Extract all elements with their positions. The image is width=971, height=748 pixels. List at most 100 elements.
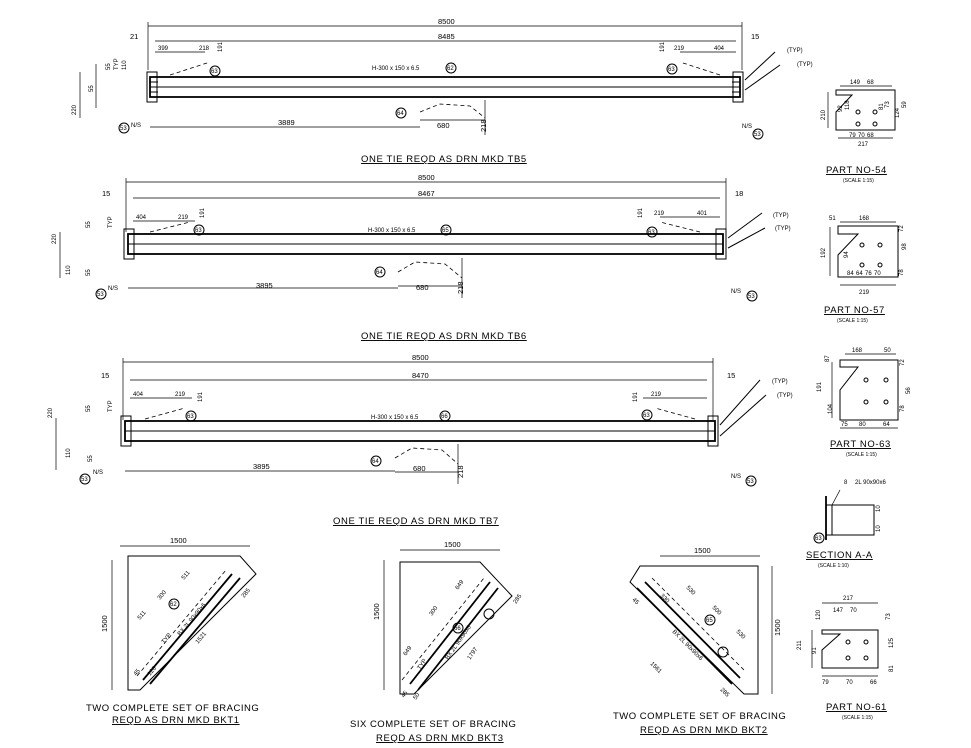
right-end-dim: 15 [727, 371, 735, 380]
left-dim: 219 [178, 215, 189, 221]
dim: 59 [902, 101, 908, 108]
part-scale: (SCALE 1:15) [843, 178, 874, 184]
dim: 191 [817, 381, 823, 392]
left-small-dim: 191 [198, 391, 204, 402]
dim: 81 [879, 103, 885, 110]
brace-dim: 649 [403, 645, 414, 657]
right-dim: 219 [651, 392, 662, 398]
h-a: 55 [86, 221, 92, 228]
bracing-bkt1: 1500 1500 62 511 300 511 285 1521 45 120… [86, 536, 259, 726]
dim: 147 [833, 608, 844, 614]
brace-dim: 120 [147, 665, 158, 677]
brace-dim: 300 [157, 589, 168, 601]
dim: 76 [865, 271, 872, 277]
brace-mark-right: 63 [648, 230, 655, 236]
section-title: SECTION A-A [806, 550, 873, 561]
dim: 68 [867, 80, 874, 86]
dim: 64 [856, 271, 863, 277]
dist-dim: 3895 [253, 462, 270, 471]
part-scale: (SCALE 1:15) [846, 452, 877, 458]
brace-mark-right: 63 [668, 67, 675, 73]
brace-title-2: REQD AS DRN MKD BKT2 [640, 725, 768, 736]
left-small-dim: 191 [218, 41, 224, 52]
span-dim: 680 [416, 283, 429, 292]
typ-note-1: (TYP) [787, 48, 803, 54]
dim: 78 [900, 405, 906, 412]
h-a: 55 [89, 85, 95, 92]
h-c: 55 [88, 455, 94, 462]
h-c: 55 [86, 269, 92, 276]
dim: 211 [797, 640, 803, 650]
right-end-dim: 15 [751, 32, 759, 41]
overall-dim: 8500 [418, 173, 435, 182]
h-total: 220 [48, 407, 54, 418]
right-offset-dim: 404 [714, 46, 725, 52]
typ-left: TYP [108, 216, 114, 228]
part-title: PART NO-57 [824, 305, 885, 316]
brace-dim: 1561 [649, 661, 663, 675]
beam-elevation-tb6: 8500 8467 15 18 404 219 191 191 219 401 … [52, 173, 791, 342]
dim: 70 [858, 133, 865, 139]
section-label: H-300 x 150 x 6.5 [372, 66, 420, 72]
section-mark-bubble [445, 62, 457, 74]
brace-dim: 285 [719, 687, 731, 699]
dim: 98 [902, 243, 908, 250]
right-small-dim: 191 [660, 41, 666, 52]
brace-dim: 45 [631, 597, 640, 606]
left-dim: 219 [175, 392, 186, 398]
beam-title: ONE TIE REQD AS DRN MKD TB7 [333, 516, 499, 527]
drop-dim: 218 [456, 465, 465, 478]
ns-mark-left: 53 [81, 477, 88, 483]
dim: 79 [822, 680, 829, 686]
left-offset-dim: 404 [136, 215, 147, 221]
typ-note-2: (TYP) [775, 226, 791, 232]
dim: 56 [906, 387, 912, 394]
brace-dim: 649 [455, 579, 466, 591]
ns-mark-left: 53 [97, 292, 104, 298]
dim: 66 [870, 680, 877, 686]
ns-mark-right: 53 [748, 294, 755, 300]
dim: 84 [847, 271, 854, 277]
bracing-bkt3: 1500 1500 66 649 300 649 285 1797 45 50 … [350, 540, 524, 744]
part-54: 149 68 210 92 118 81 73 124 59 79 70 68 … [821, 80, 908, 184]
h-b: 110 [66, 448, 72, 458]
brace-dim: 511 [137, 610, 148, 622]
mid-mark: 64 [397, 111, 404, 117]
beam-title: ONE TIE REQD AS DRN MKD TB5 [361, 154, 527, 165]
h-total: 220 [52, 233, 58, 244]
brace-dim: 1797 [467, 646, 480, 661]
dim: 72 [900, 359, 906, 366]
drop-dim: 218 [456, 281, 465, 294]
section-scale: (SCALE 1:10) [818, 563, 849, 569]
ns-left: N/S [93, 470, 103, 476]
dim: 72 [899, 225, 905, 232]
dim: 118 [845, 100, 851, 110]
part-63: 168 50 87 72 191 104 75 80 64 78 56 PART… [817, 348, 912, 458]
section-label: H-300 x 150 x 6.5 [368, 228, 416, 234]
dist-dim: 3895 [256, 281, 273, 290]
brace-mark-right: 63 [643, 413, 650, 419]
ns-right: N/S [731, 289, 741, 295]
brace-mark: 62 [170, 602, 177, 608]
span-dim: 680 [413, 464, 426, 473]
section-dim-a: 8 [844, 480, 848, 486]
ns-right: N/S [731, 474, 741, 480]
part-57: 51 168 72 192 94 98 78 84 64 76 70 219 P… [821, 216, 908, 324]
brace-dim: 50 [413, 692, 422, 701]
dim: 87 [825, 355, 831, 362]
h-c: 55 [106, 63, 112, 70]
brace-side-dim: 1500 [100, 615, 109, 632]
dim: 68 [867, 133, 874, 139]
h-b: 110 [66, 265, 72, 275]
right-offset-dim: 401 [697, 211, 708, 217]
section-dim-b: 10 [876, 505, 882, 512]
ns-mark-right: 53 [747, 479, 754, 485]
dim: 73 [885, 101, 891, 108]
section-note: 2L 90x90x6 [855, 480, 886, 486]
h-total: 220 [72, 104, 78, 115]
dim: 94 [844, 251, 850, 258]
right-dim: 219 [674, 46, 685, 52]
section-label: H-300 x 150 x 6.5 [371, 415, 419, 421]
dim: 104 [828, 403, 834, 414]
brace-top-dim: 1500 [694, 546, 711, 555]
